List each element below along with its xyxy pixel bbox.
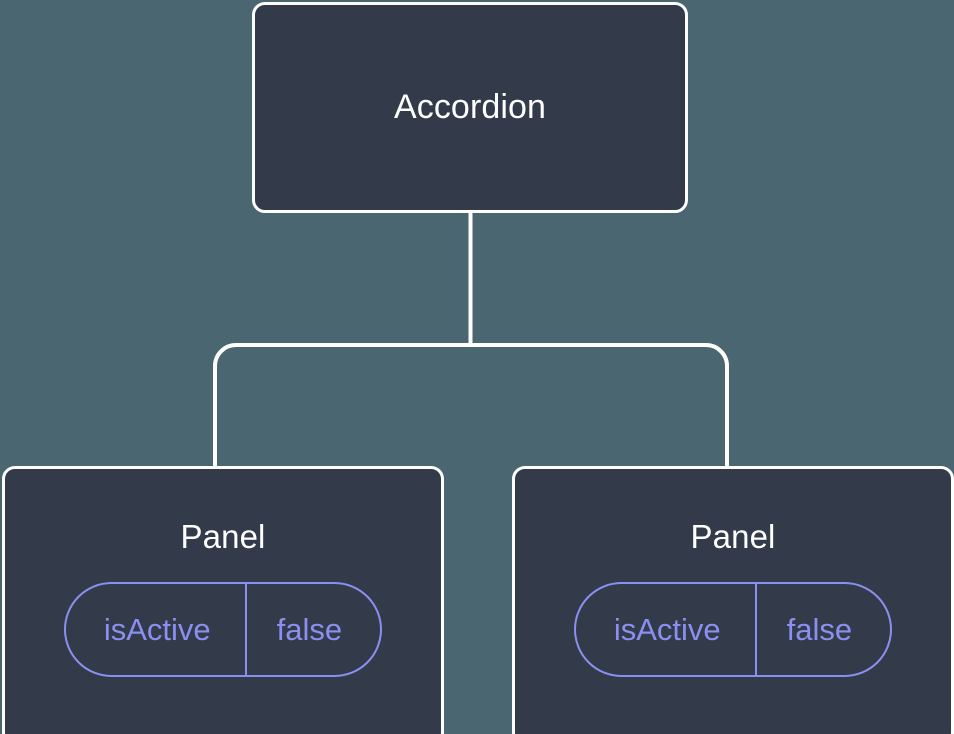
node-panel-left-label: Panel — [180, 518, 266, 555]
edge-to-panel-right — [470, 343, 729, 470]
node-accordion-label: Accordion — [393, 87, 547, 126]
edge-to-panel-left — [213, 343, 471, 470]
node-panel-right-label: Panel — [690, 518, 776, 555]
prop-value-isactive: false — [754, 584, 890, 676]
prop-value-isactive: false — [244, 584, 380, 676]
node-accordion[interactable]: Accordion — [252, 2, 688, 213]
prop-key-isactive: isActive — [613, 612, 721, 648]
node-panel-right[interactable]: Panel isActive false — [512, 466, 954, 734]
prop-badge-panel-right[interactable]: isActive false — [573, 582, 893, 678]
node-panel-left[interactable]: Panel isActive false — [2, 466, 444, 734]
prop-key-isactive: isActive — [103, 612, 211, 648]
prop-badge-panel-left[interactable]: isActive false — [63, 582, 383, 678]
